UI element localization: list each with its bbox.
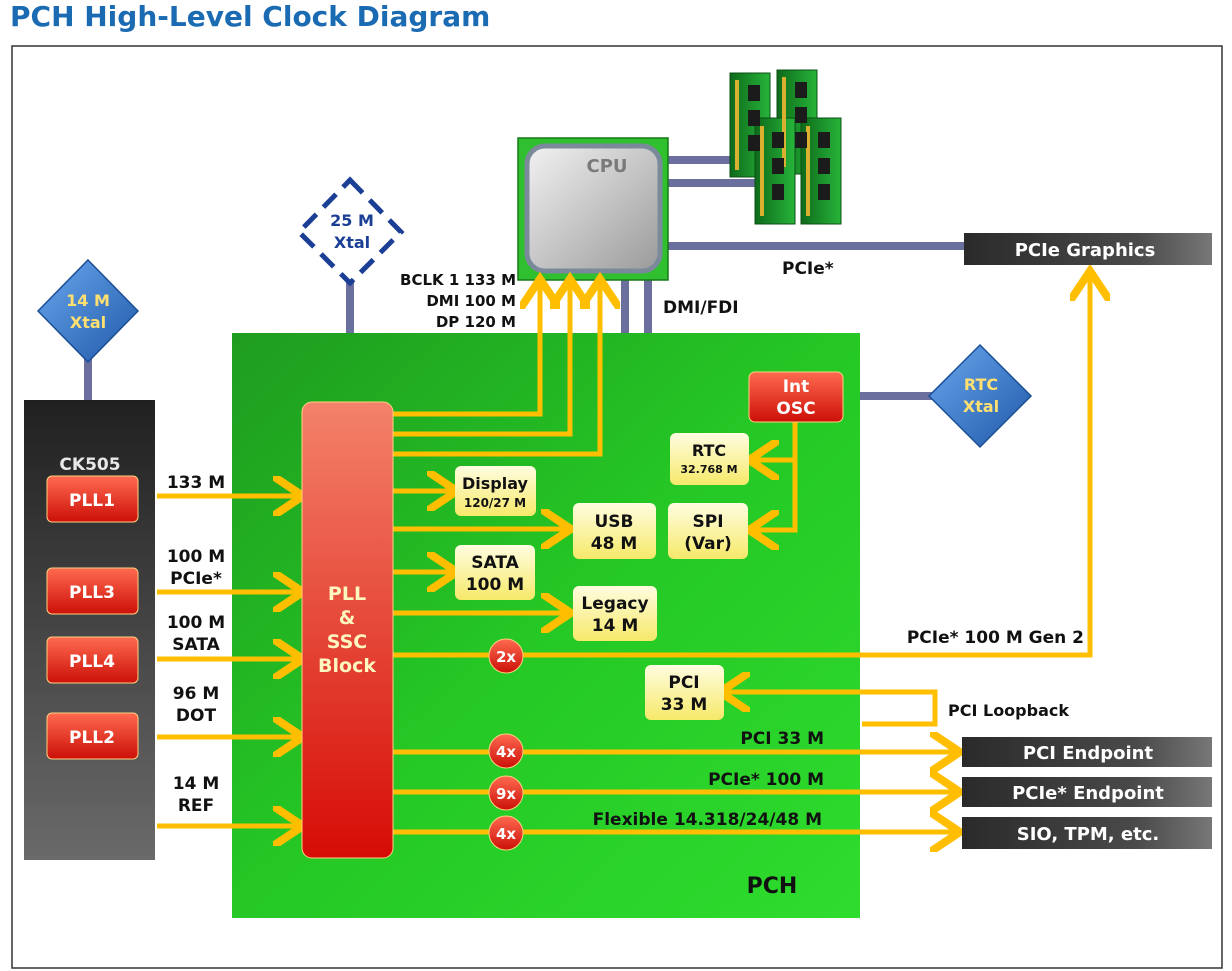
svg-text:14 M: 14 M (173, 774, 220, 794)
svg-text:14 M: 14 M (592, 616, 639, 636)
pci33-label: PCI 33 M (740, 729, 824, 749)
pll4-label: PLL4 (69, 652, 115, 672)
svg-text:DMI 100 M: DMI 100 M (426, 292, 516, 310)
svg-text:BCLK 1 133 M: BCLK 1 133 M (400, 271, 516, 289)
xtal-rtc: RTC Xtal (927, 343, 1033, 449)
multiplier-4x-flex: 4x (488, 815, 524, 851)
svg-text:133 M: 133 M (167, 473, 225, 493)
svg-text:2x: 2x (496, 648, 516, 666)
multiplier-9x: 9x (488, 775, 524, 811)
rtc-box: RTC 32.768 M (670, 433, 749, 485)
svg-text:100 M: 100 M (466, 575, 524, 595)
svg-text:Xtal: Xtal (70, 313, 106, 332)
pll2-label: PLL2 (69, 728, 115, 748)
legacy-box: Legacy 14 M (573, 586, 657, 641)
svg-text:OSC: OSC (776, 399, 815, 419)
page-title: PCH High-Level Clock Diagram (10, 0, 491, 33)
svg-text:Block: Block (318, 655, 376, 677)
pcie-endpoint-box: PCIe* Endpoint (962, 777, 1212, 807)
svg-text:SATA: SATA (172, 635, 220, 655)
svg-text:PCI Endpoint: PCI Endpoint (1023, 743, 1154, 764)
xtal-25m: 25 M Xtal (295, 176, 405, 287)
svg-text:Xtal: Xtal (963, 397, 999, 416)
pch-label: PCH (747, 874, 798, 899)
svg-text:DOT: DOT (176, 706, 217, 726)
int-osc-box: Int OSC (748, 371, 844, 423)
pcie-graphics-box: PCIe Graphics (964, 233, 1212, 265)
svg-text:PCIe*: PCIe* (170, 569, 222, 589)
svg-text:PCIe* Endpoint: PCIe* Endpoint (1012, 783, 1164, 804)
pll2-box: PLL2 (46, 712, 139, 760)
svg-text:9x: 9x (496, 785, 516, 803)
svg-text:Display: Display (462, 474, 529, 493)
pll4-box: PLL4 (46, 636, 139, 684)
cpu-chip: CPU (517, 137, 669, 281)
svg-text:4x: 4x (496, 825, 516, 843)
sata-box: SATA 100 M (455, 545, 535, 600)
diagram-frame (11, 45, 1223, 969)
cpu-clock-labels: BCLK 1 133 M DMI 100 M DP 120 M (400, 271, 516, 331)
svg-text:SIO, TPM, etc.: SIO, TPM, etc. (1017, 824, 1159, 845)
svg-text:Legacy: Legacy (581, 594, 648, 614)
pcie100-label: PCIe* 100 M (708, 770, 824, 790)
svg-text:PLL: PLL (328, 583, 366, 605)
pci-loopback-label: PCI Loopback (948, 701, 1069, 720)
xtal-14m: 14 M Xtal (36, 258, 140, 364)
svg-text:Xtal: Xtal (334, 233, 370, 252)
svg-text:14 M: 14 M (66, 291, 110, 310)
clock-arrows (157, 276, 1090, 832)
svg-text:33 M: 33 M (661, 695, 708, 715)
flexible-label: Flexible 14.318/24/48 M (593, 810, 822, 830)
memory-dimm-icons (729, 69, 842, 225)
input-frequency-labels: 133 M 100 M PCIe* 100 M SATA 96 M DOT 14… (167, 473, 225, 816)
svg-text:48 M: 48 M (591, 534, 638, 554)
gen2-label: PCIe* 100 M Gen 2 (907, 628, 1084, 648)
svg-text:SSC: SSC (327, 631, 367, 653)
cpu-label: CPU (586, 156, 627, 177)
svg-text:PCIe Graphics: PCIe Graphics (1015, 240, 1156, 261)
svg-text:SPI: SPI (692, 512, 723, 532)
svg-text:PCI: PCI (668, 673, 699, 693)
svg-text:100 M: 100 M (167, 613, 225, 633)
svg-text:25 M: 25 M (330, 211, 374, 230)
pll1-box: PLL1 (46, 475, 139, 523)
svg-text:SATA: SATA (471, 553, 519, 573)
svg-text:USB: USB (594, 512, 633, 532)
svg-text:120/27 M: 120/27 M (464, 496, 526, 510)
pci-box: PCI 33 M (645, 665, 724, 720)
svg-text:100 M: 100 M (167, 547, 225, 567)
pll3-box: PLL3 (46, 567, 139, 615)
multiplier-4x-pci: 4x (488, 733, 524, 769)
multiplier-2x: 2x (488, 638, 524, 674)
dmi-fdi-label: DMI/FDI (663, 298, 739, 318)
pcie-link-label: PCIe* (782, 259, 834, 279)
svg-text:(Var): (Var) (684, 534, 732, 554)
svg-text:Int: Int (783, 377, 810, 397)
pll1-label: PLL1 (69, 491, 115, 511)
svg-text:REF: REF (178, 796, 214, 816)
spi-box: SPI (Var) (668, 503, 748, 559)
svg-text:DP 120 M: DP 120 M (436, 313, 516, 331)
svg-text:RTC: RTC (964, 375, 998, 394)
usb-box: USB 48 M (573, 503, 656, 559)
svg-text:RTC: RTC (692, 441, 726, 460)
svg-text:&: & (339, 607, 356, 629)
pll3-label: PLL3 (69, 583, 115, 603)
svg-text:4x: 4x (496, 743, 516, 761)
ck505-label: CK505 (59, 455, 120, 475)
pll-ssc-block: PLL & SSC Block (301, 401, 394, 859)
pci-endpoint-box: PCI Endpoint (962, 737, 1212, 767)
display-box: Display 120/27 M (455, 466, 536, 516)
svg-text:32.768 M: 32.768 M (680, 463, 737, 476)
sio-tpm-box: SIO, TPM, etc. (962, 817, 1212, 849)
svg-text:96 M: 96 M (173, 684, 220, 704)
